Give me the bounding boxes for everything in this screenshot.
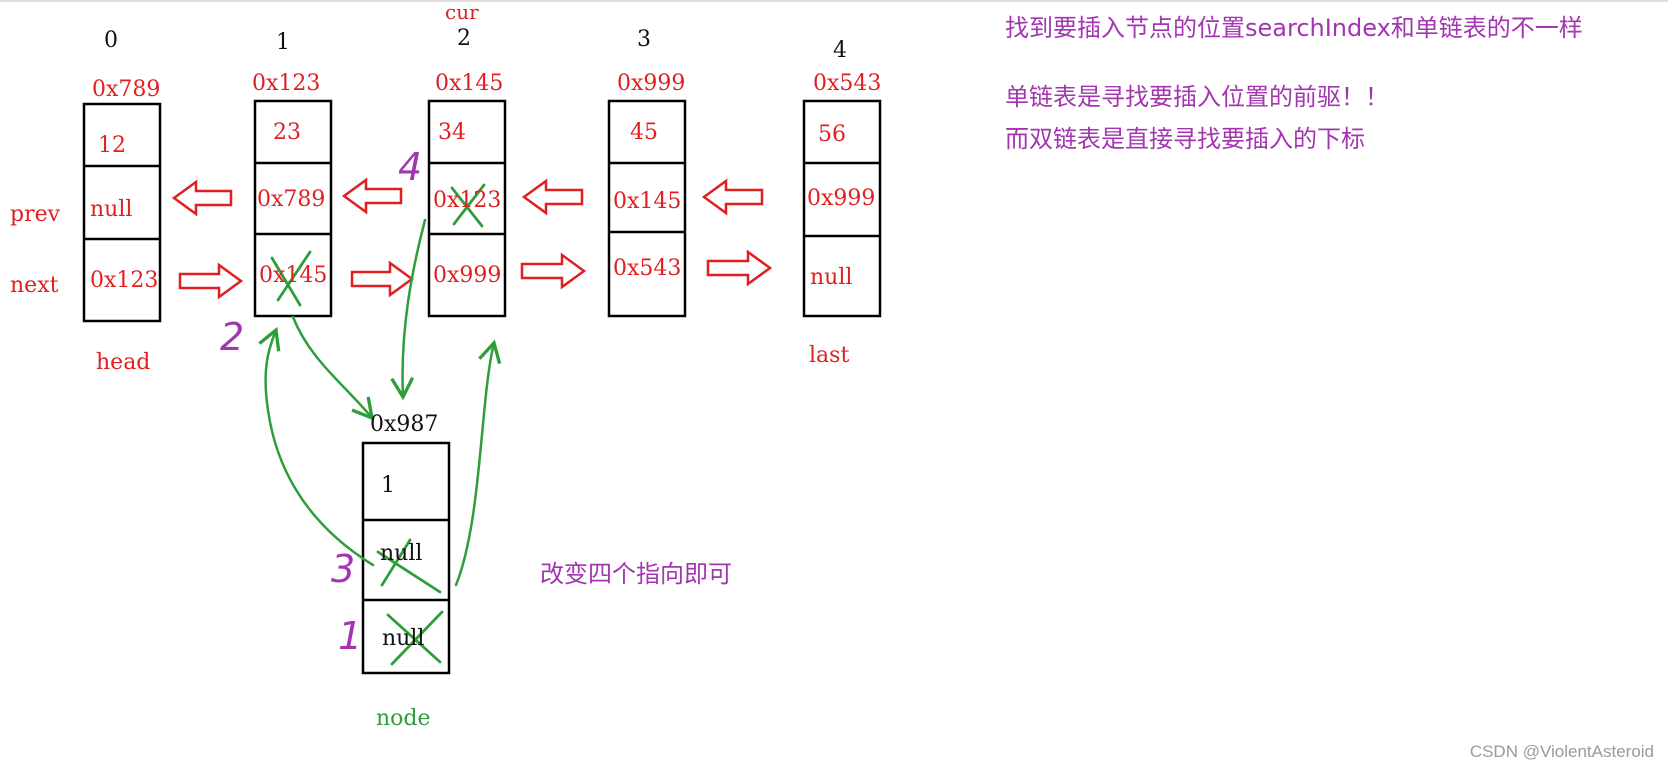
node-0-address: 0x789 [92, 77, 161, 102]
note-singly-linked: 单链表是寻找要插入位置的前驱！！ [1005, 83, 1389, 111]
node-2-value: 34 [438, 120, 466, 145]
new-node-value: 1 [381, 473, 395, 498]
node-2-address: 0x145 [435, 71, 504, 96]
node-3-next: 0x543 [613, 256, 682, 281]
node-3-box [607, 99, 687, 318]
prev-arrow-2-to-1 [341, 177, 403, 215]
node-1-next: 0x145 [259, 263, 328, 288]
node-2-prev: 0x123 [433, 188, 502, 213]
row-label-next: next [10, 273, 59, 298]
last-label: last [809, 343, 850, 368]
node-0-next: 0x123 [90, 268, 159, 293]
prev-arrow-4-to-3 [701, 178, 764, 216]
prev-arrow-1-to-0 [171, 179, 233, 217]
node-1-value: 23 [273, 120, 301, 145]
next-arrow-2-to-3 [520, 252, 587, 290]
node-4-address: 0x543 [813, 71, 882, 96]
node-3-value: 45 [630, 120, 658, 145]
cur-label: cur [445, 0, 479, 24]
pointer-4-node2-prev-to-newnode [390, 218, 427, 401]
crossout-node2-prev [450, 183, 486, 228]
node-4-value: 56 [818, 122, 846, 147]
row-label-prev: prev [10, 202, 61, 227]
crossout-newnode-next [386, 610, 444, 666]
node-2-next: 0x999 [433, 263, 502, 288]
new-node-label: node [376, 706, 431, 731]
node-1-prev: 0x789 [257, 187, 326, 212]
new-node-address: 0x987 [370, 412, 439, 437]
step-number-1: 1 [338, 614, 363, 658]
node-2-box [427, 99, 507, 318]
note-search-index: 找到要插入节点的位置searchIndex和单链表的不一样 [1005, 14, 1583, 42]
prev-arrow-3-to-2 [521, 178, 584, 216]
pointer-2-node1-next-to-newnode [291, 315, 375, 421]
node-1-index: 1 [276, 30, 290, 55]
node-0-box [82, 102, 162, 323]
crossout-node1-next [270, 250, 312, 307]
node-0-prev: null [90, 197, 133, 222]
csdn-watermark: CSDN @ViolentAsteroid [1469, 742, 1654, 761]
step-number-3: 3 [331, 547, 356, 591]
node-1-address: 0x123 [252, 71, 321, 96]
node-0-value: 12 [98, 133, 126, 158]
node-4-box [802, 99, 882, 318]
node-4-index: 4 [833, 38, 847, 63]
node-4-next: null [810, 265, 853, 290]
pointer-1-newnode-next-to-node2 [454, 339, 502, 587]
crossout-newnode-prev [376, 538, 442, 594]
node-3-prev: 0x145 [613, 189, 682, 214]
node-3-index: 3 [637, 27, 651, 52]
next-arrow-3-to-4 [706, 249, 773, 287]
node-2-index: 2 [457, 26, 471, 51]
pointer-3-newnode-prev-to-node1 [258, 326, 375, 567]
head-label: head [96, 350, 151, 375]
next-arrow-1-to-2 [350, 260, 415, 298]
step-number-2: 2 [220, 315, 245, 359]
top-border-line [0, 0, 1668, 2]
node-0-index: 0 [104, 28, 118, 53]
node-4-prev: 0x999 [807, 186, 876, 211]
new-node-prev: null [380, 541, 423, 566]
new-node-next: null [382, 626, 425, 651]
next-arrow-0-to-1 [178, 262, 244, 300]
node-3-address: 0x999 [617, 71, 686, 96]
note-change-four-pointers: 改变四个指向即可 [540, 560, 732, 588]
note-doubly-linked: 而双链表是直接寻找要插入的下标 [1005, 125, 1365, 153]
step-number-4: 4 [398, 145, 423, 189]
